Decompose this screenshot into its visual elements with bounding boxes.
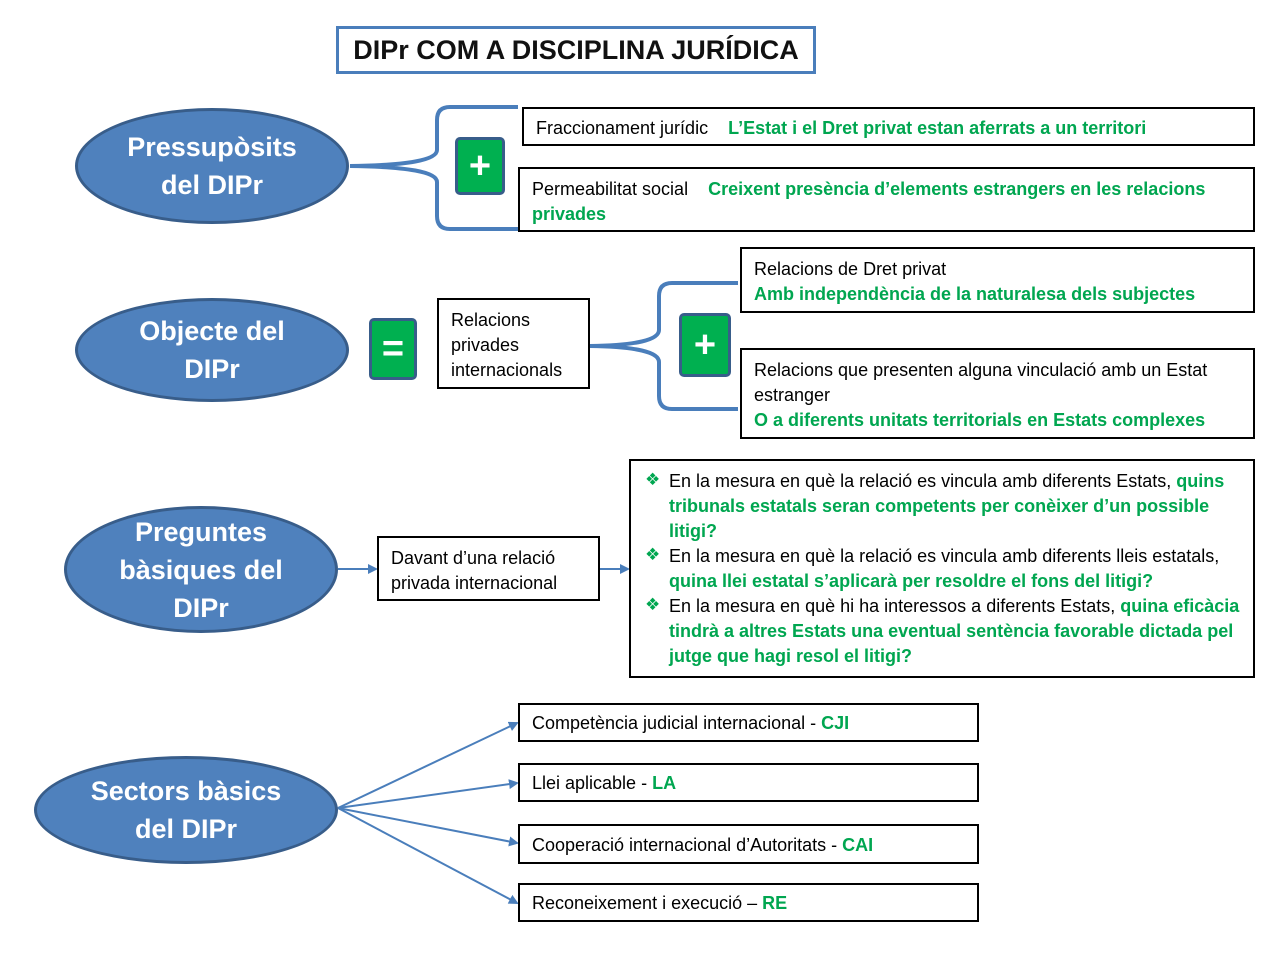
box-davant-label: Davant d’una relació privada internacion… — [391, 548, 558, 593]
diamond-cluster-icon: ❖ — [645, 470, 661, 489]
page-title: DIPr COM A DISCIPLINA JURÍDICA — [336, 26, 816, 74]
sector-cai-text: Cooperació internacional d’Autoritats - — [532, 835, 843, 855]
diamond-cluster-icon: ❖ — [645, 545, 661, 564]
box-sector-cji: Competència judicial internacional - CJI — [518, 703, 979, 742]
arrow-sector-cji — [337, 721, 519, 809]
question-highlight: quina llei estatal s’aplicarà per resold… — [669, 571, 1154, 591]
brace-objecte — [589, 281, 738, 411]
node-sectors-label: Sectors bàsics del DIPr — [90, 776, 282, 844]
arrow-sector-cai — [337, 807, 519, 847]
box-preguntes-list: ❖ En la mesura en què la relació es vinc… — [629, 459, 1255, 678]
box-davant-relacio: Davant d’una relació privada internacion… — [377, 536, 600, 601]
question-highlight: quina eficàcia tindrà a altres Estats un… — [669, 596, 1240, 666]
box-sector-re: Reconeixement i execució – RE — [518, 883, 979, 922]
list-item: ❖ En la mesura en què hi ha interessos a… — [645, 594, 1241, 669]
node-preguntes: Preguntes bàsiques del DIPr — [64, 506, 338, 633]
question-highlight: quins tribunals estatals seran competent… — [669, 471, 1225, 541]
plus-icon-2: + — [679, 313, 731, 377]
diamond-cluster-icon: ❖ — [645, 595, 661, 614]
box-vinculacio-label: Relacions que presenten alguna vinculaci… — [754, 360, 1208, 405]
sector-cji-text: Competència judicial internacional - — [532, 713, 822, 733]
sector-cji-code: CJI — [821, 713, 850, 733]
box-fraccionament-label: Fraccionament jurídic — [536, 118, 709, 138]
question-text: En la mesura en què hi ha interessos a d… — [669, 596, 1121, 616]
arrow-sector-re — [337, 807, 519, 904]
list-item: ❖ En la mesura en què la relació es vinc… — [645, 544, 1241, 594]
box-permeabilitat: Permeabilitat social Creixent presència … — [518, 167, 1255, 232]
box-relacions-privades-internacionals: Relacions privades internacionals — [437, 298, 590, 389]
box-sector-cai: Cooperació internacional d’Autoritats - … — [518, 824, 979, 864]
equals-icon: = — [369, 318, 417, 380]
box-fraccionament: Fraccionament jurídic L’Estat i el Dret … — [522, 107, 1255, 146]
question-text: En la mesura en què la relació es vincul… — [669, 546, 1220, 566]
sector-re-code: RE — [762, 893, 788, 913]
node-preguntes-label: Preguntes bàsiques del DIPr — [119, 516, 283, 623]
node-objecte: Objecte del DIPr — [75, 298, 349, 402]
box-fraccionament-detail: L’Estat i el Dret privat estan aferrats … — [728, 118, 1147, 138]
box-relacions-label: Relacions privades internacionals — [451, 310, 563, 380]
box-permeabilitat-label: Permeabilitat social — [532, 179, 689, 199]
node-pressuposits-label: Pressupòsits del DIPr — [127, 132, 297, 200]
box-relacions-vinculacio: Relacions que presenten alguna vinculaci… — [740, 348, 1255, 439]
sector-la-code: LA — [652, 773, 677, 793]
list-item: ❖ En la mesura en què la relació es vinc… — [645, 469, 1241, 544]
box-dret-privat-detail: Amb independència de la naturalesa dels … — [754, 284, 1196, 304]
arrow-sector-la — [337, 779, 519, 809]
box-permeabilitat-detail: Creixent presència d’elements estrangers… — [532, 179, 1206, 224]
plus-icon: + — [455, 137, 505, 195]
sector-cai-code: CAI — [842, 835, 874, 855]
sector-re-text: Reconeixement i execució – — [532, 893, 763, 913]
box-sector-la: Llei aplicable - LA — [518, 763, 979, 802]
question-text: En la mesura en què la relació es vincul… — [669, 471, 1177, 491]
questions-list: ❖ En la mesura en què la relació es vinc… — [645, 469, 1241, 669]
box-relacions-dret-privat: Relacions de Dret privat Amb independènc… — [740, 247, 1255, 313]
sector-la-text: Llei aplicable - — [532, 773, 653, 793]
box-vinculacio-detail: O a diferents unitats territorials en Es… — [754, 410, 1206, 430]
node-pressuposits: Pressupòsits del DIPr — [75, 108, 349, 224]
brace-pressuposits — [349, 105, 518, 231]
node-objecte-label: Objecte del DIPr — [139, 316, 285, 384]
box-dret-privat-label: Relacions de Dret privat — [754, 259, 947, 279]
node-sectors: Sectors bàsics del DIPr — [34, 756, 338, 864]
